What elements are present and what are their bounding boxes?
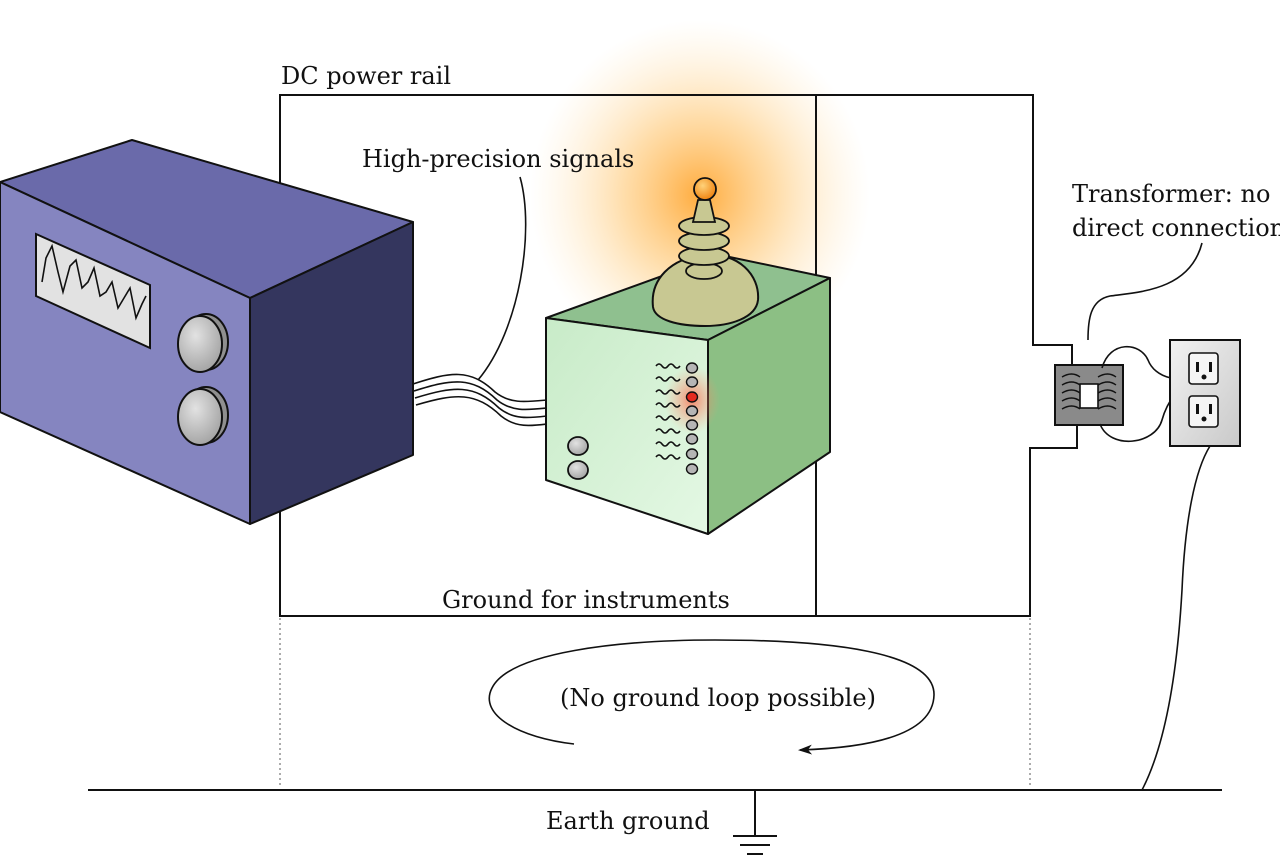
indicator-light-lit [685,391,699,403]
loop-arrow-icon [488,639,935,755]
dc-power-rail-label: DC power rail [281,62,451,90]
transformer-icon [1054,242,1206,442]
earth-ground-label: Earth ground [546,807,710,835]
ground-symbol-icon [733,790,777,855]
device-knob-bottom [567,460,589,480]
indicator-array [655,362,699,475]
terminal-ball [693,177,717,201]
high-precision-signals-label: High-precision signals [362,145,634,173]
oscilloscope-screen [35,232,151,350]
ground-to-transformer-wire [816,424,1078,617]
oscilloscope-icon [0,139,414,525]
oscilloscope-knob-bottom [177,386,229,446]
device-knob-top [567,436,589,456]
insulator-dome [651,253,760,328]
wall-outlet-icon [1169,339,1241,447]
waveform-trace [41,243,147,321]
no-ground-loop-label: (No ground loop possible) [560,684,876,712]
transformer-label-line2: direct connection [1072,214,1280,242]
oscilloscope-knob-top [177,313,229,373]
outlet-earth-cord [1141,445,1211,791]
signal-cables [412,176,548,427]
transformer-label-line1: Transformer: no [1072,180,1270,208]
rail-to-transformer-wire [816,94,1073,372]
ground-for-instruments-label: Ground for instruments [442,586,730,614]
high-voltage-device-icon [545,177,831,535]
insulator-stack [678,199,730,280]
